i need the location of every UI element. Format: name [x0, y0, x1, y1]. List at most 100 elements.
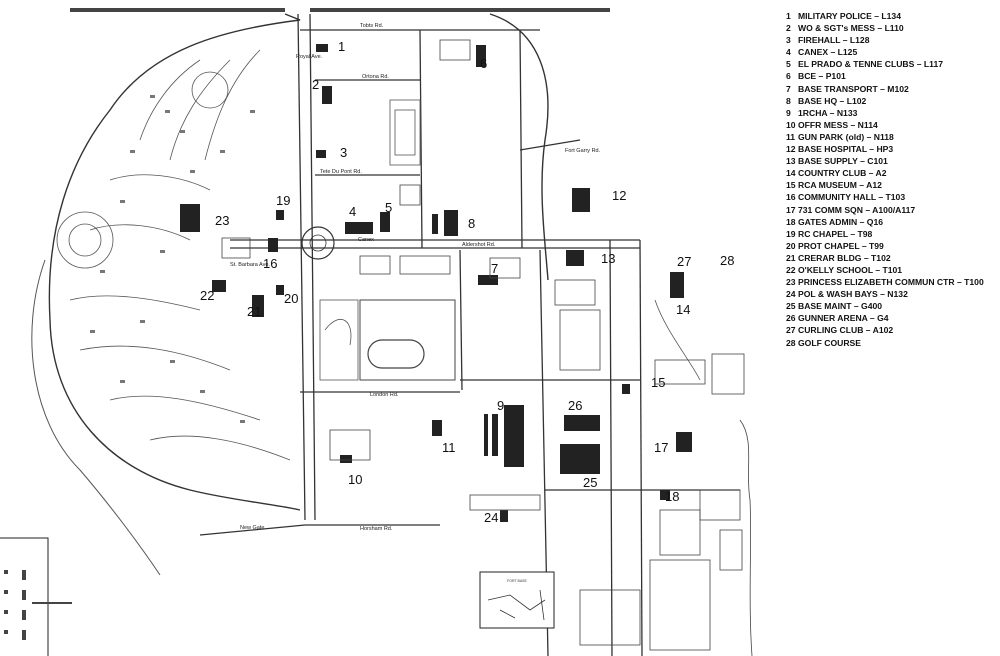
- street-royal: Royal Ave.: [296, 54, 323, 60]
- legend-label: BASE TRANSPORT – M102: [798, 83, 909, 94]
- legend-number: 9: [786, 107, 791, 118]
- map-marker[interactable]: 7: [491, 261, 498, 276]
- map-marker[interactable]: 13: [601, 251, 615, 266]
- legend-label: BASE MAINT – G400: [798, 301, 883, 312]
- legend-number: 14: [786, 168, 796, 179]
- map-marker[interactable]: 28: [720, 253, 734, 268]
- map-marker[interactable]: 5: [385, 200, 392, 215]
- map-marker[interactable]: 16: [263, 256, 277, 271]
- legend-number: 11: [786, 131, 796, 142]
- legend-label: COUNTRY CLUB – A2: [798, 168, 887, 179]
- legend-label: 1RCHA – N133: [798, 107, 858, 118]
- legend-number: 15: [786, 180, 796, 191]
- legend-label: PRINCESS ELIZABETH COMMUN CTR – T100: [798, 277, 984, 288]
- legend-label: CURLING CLUB – A102: [798, 325, 894, 336]
- map-marker[interactable]: 9: [497, 398, 504, 413]
- map-inset-title: FORT BASE: [507, 579, 527, 583]
- map-marker[interactable]: 23: [215, 213, 229, 228]
- street-tete-du-pont: Tete Du Pont Rd.: [320, 169, 362, 175]
- map-marker[interactable]: 2: [312, 77, 319, 92]
- street-new-gate: New Gate: [240, 525, 264, 531]
- legend-label: CANEX – L125: [798, 47, 858, 58]
- map-marker[interactable]: 8: [468, 216, 475, 231]
- legend-item: 9 1RCHA – N133: [786, 107, 998, 119]
- legend-label: O'KELLY SCHOOL – T101: [798, 264, 903, 275]
- map-marker[interactable]: 22: [200, 288, 214, 303]
- buildings: [180, 44, 692, 522]
- map-marker[interactable]: 20: [284, 291, 298, 306]
- map-marker[interactable]: 3: [340, 145, 347, 160]
- map-marker[interactable]: 17: [654, 440, 668, 455]
- map-marker[interactable]: 14: [676, 302, 690, 317]
- legend-label: GUNNER ARENA – G4: [798, 313, 889, 324]
- legend-number: 27: [786, 325, 796, 336]
- traffic-circle-inner: [309, 234, 327, 252]
- perimeter-road: [48, 13, 301, 511]
- map-marker[interactable]: 26: [568, 398, 582, 413]
- legend-number: 20: [786, 240, 796, 251]
- residential-area: [56, 49, 291, 461]
- legend-number: 1: [786, 11, 791, 21]
- legend-number: 18: [786, 216, 796, 227]
- street-st-barbara: St. Barbara Ave.: [230, 262, 270, 268]
- legend-item: 3 FIREHALL – L128: [786, 34, 998, 46]
- legend-label: CRERAR BLDG – T102: [798, 252, 891, 263]
- legend-number: 3: [786, 35, 791, 46]
- legend-number: 12: [786, 144, 796, 155]
- legend-number: 23: [786, 277, 796, 288]
- legend-number: 26: [786, 313, 796, 324]
- map-marker[interactable]: 27: [677, 254, 691, 269]
- left-inset-frame: [0, 537, 49, 656]
- map-marker[interactable]: 12: [612, 188, 626, 203]
- legend-number: 7: [786, 83, 791, 94]
- map-marker[interactable]: 18: [665, 489, 679, 504]
- legend-label: EL PRADO & TENNE CLUBS – L117: [798, 59, 944, 70]
- map-marker[interactable]: 10: [348, 472, 362, 487]
- legend-label: FIREHALL – L128: [798, 35, 870, 46]
- map-marker[interactable]: 24: [484, 510, 498, 525]
- map-marker[interactable]: 21: [247, 304, 261, 319]
- legend-number: 8: [786, 95, 791, 106]
- legend-label: RCA MUSEUM – A12: [798, 180, 882, 191]
- legend-number: 21: [786, 252, 796, 263]
- legend-label: OFFR MESS – N114: [798, 119, 878, 130]
- legend-label: GATES ADMIN – Q16: [798, 216, 883, 227]
- legend-label: BASE SUPPLY – C101: [798, 156, 888, 167]
- street-tobts: Tobts Rd.: [360, 23, 384, 29]
- map-marker[interactable]: 4: [349, 204, 356, 219]
- legend-number: 24: [786, 289, 796, 300]
- legend-number: 25: [786, 301, 796, 312]
- map-marker[interactable]: 1: [338, 39, 345, 54]
- map-marker[interactable]: 15: [651, 375, 665, 390]
- legend-number: 16: [786, 192, 796, 203]
- legend-number: 22: [786, 264, 796, 275]
- street-aldershot: Aldershot Rd.: [462, 242, 496, 248]
- track-field: [359, 299, 456, 381]
- sports-fields: [319, 99, 701, 381]
- map-marker[interactable]: 6: [480, 56, 487, 71]
- map-marker[interactable]: 19: [276, 193, 290, 208]
- legend-number: 28: [786, 337, 796, 348]
- legend-label: WO & SGT's MESS – L110: [798, 23, 904, 34]
- map-marker[interactable]: 11: [442, 440, 456, 455]
- map-marker[interactable]: 25: [583, 475, 597, 490]
- east-boundary-line: [739, 419, 753, 656]
- legend-label: POL & WASH BAYS – N132: [798, 289, 908, 300]
- street-fort-garry: Fort Garry Rd.: [565, 148, 601, 154]
- legend-number: 17: [786, 204, 796, 215]
